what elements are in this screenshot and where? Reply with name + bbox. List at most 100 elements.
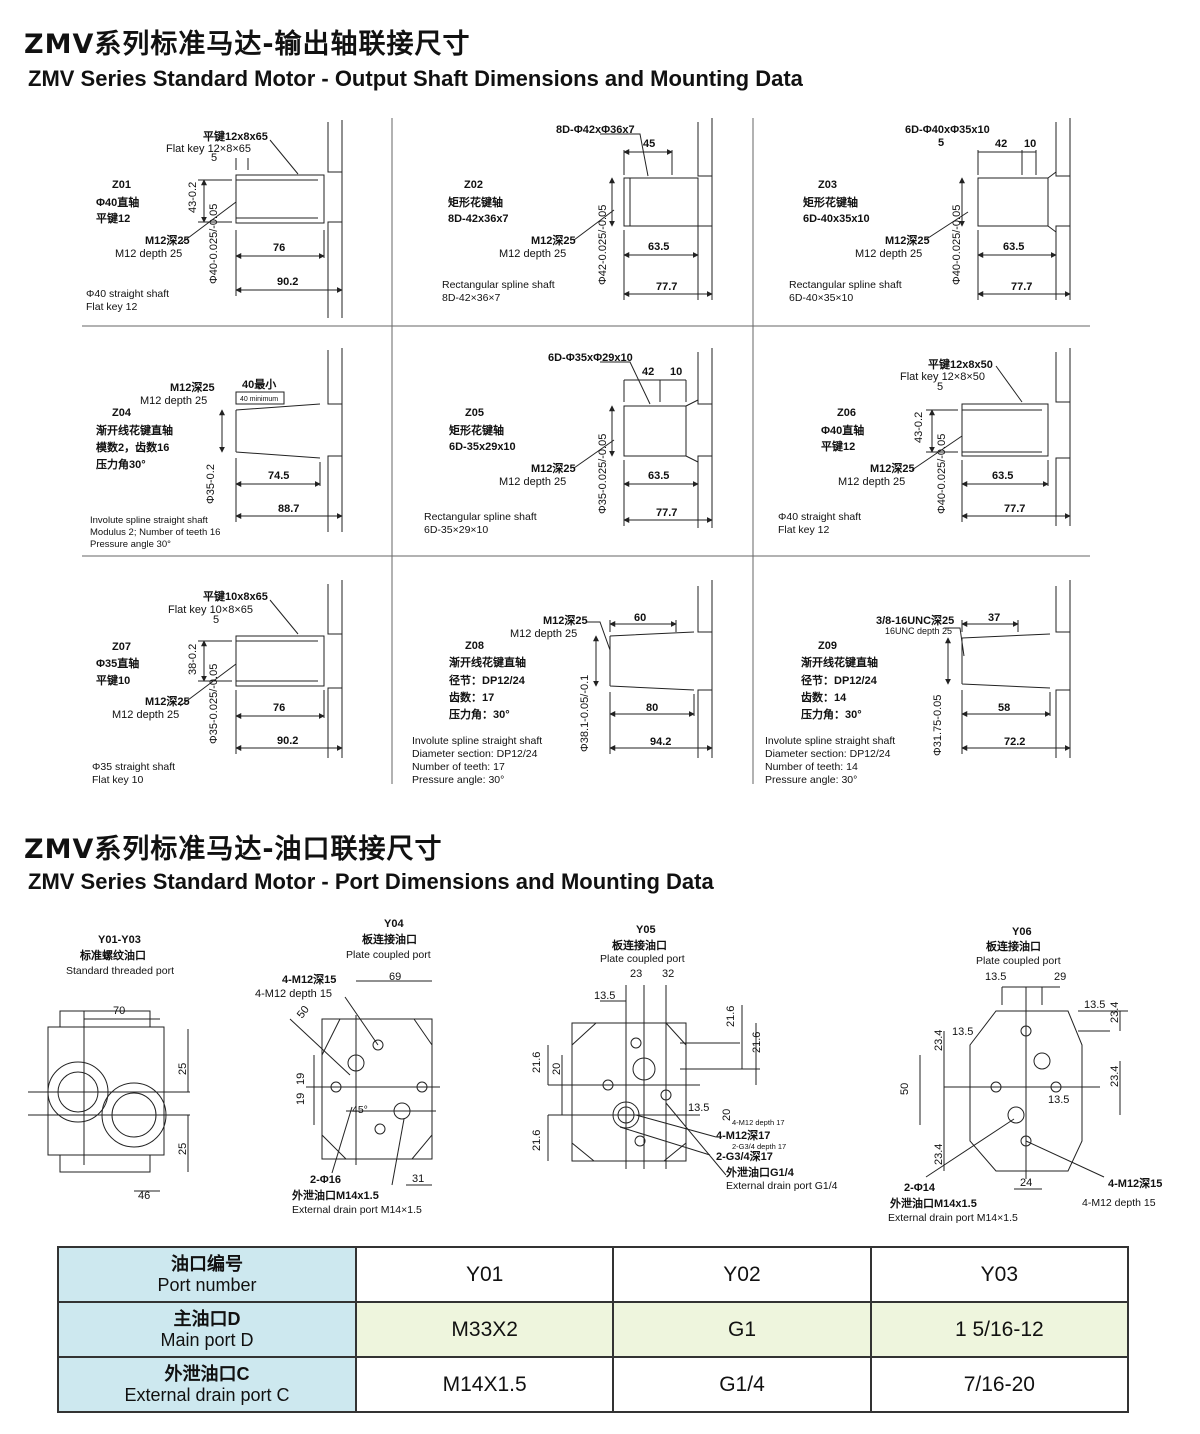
z05-thread-en: M12 depth 25 bbox=[499, 476, 566, 488]
z08-cap4: Pressure angle: 30° bbox=[412, 774, 504, 786]
z09-cap1: Involute spline straight shaft bbox=[765, 735, 895, 747]
y06-dim-l3: 23.4 bbox=[933, 1144, 945, 1165]
port-number-y01: Y01 bbox=[354, 1246, 615, 1303]
z01-key-en: Flat key 12×8×65 bbox=[166, 143, 251, 155]
z07-cap1: Φ35 straight shaft bbox=[92, 761, 175, 773]
port-drawings: Y01-Y03 标准螺纹油口 Standard threaded port 70… bbox=[28, 918, 1162, 1224]
z07-thread-cn: M12深25 bbox=[145, 694, 190, 708]
z08-name4: 压力角：30° bbox=[449, 707, 510, 721]
z08-thread-en: M12 depth 25 bbox=[510, 628, 577, 640]
z04-code: Z04 bbox=[112, 407, 132, 419]
z06-name1: Φ40直轴 bbox=[821, 423, 864, 437]
y04-h1-cn: 4-M12深15 bbox=[282, 972, 336, 986]
z06-cap2: Flat key 12 bbox=[778, 524, 830, 536]
z01-dim-out: 90.2 bbox=[277, 276, 298, 288]
y06-name-cn: 板连接油口 bbox=[986, 939, 1041, 953]
drain-port-y03: 7/16-20 bbox=[869, 1356, 1130, 1413]
z07-name2: 平键10 bbox=[96, 673, 130, 687]
z05-name1: 矩形花键轴 bbox=[449, 423, 504, 437]
z04-min-en: 40 minimum bbox=[240, 396, 278, 403]
z06-key-en: Flat key 12×8×50 bbox=[900, 371, 985, 383]
z07-dim-d: Φ35-0.025/-0.05 bbox=[208, 664, 220, 744]
z03-dim-b: 42 bbox=[995, 138, 1007, 150]
z03-name1: 矩形花键轴 bbox=[803, 195, 858, 209]
z06-dim-h: 43-0.2 bbox=[913, 412, 925, 443]
z06-thread-en: M12 depth 25 bbox=[838, 476, 905, 488]
z08-name1: 渐开线花键直轴 bbox=[449, 655, 526, 669]
section1-title-en: ZMV Series Standard Motor - Output Shaft… bbox=[28, 66, 803, 91]
main-port-y02: G1 bbox=[612, 1301, 872, 1358]
z04-dim-d: Φ35-0.2 bbox=[205, 464, 217, 504]
z08-dim-in: 80 bbox=[646, 702, 658, 714]
y05-h2-small: 2-G3/4 depth 17 bbox=[732, 1142, 786, 1151]
z05-name2: 6D-35x29x10 bbox=[449, 441, 516, 453]
z02-cap1: Rectangular spline shaft bbox=[442, 279, 555, 291]
z06-thread-cn: M12深25 bbox=[870, 461, 915, 475]
z09-dim-out: 72.2 bbox=[1004, 736, 1025, 748]
shaft-z06 bbox=[911, 348, 1071, 526]
z08-code: Z08 bbox=[465, 640, 484, 652]
y04-dim-l2: 19 bbox=[295, 1093, 307, 1105]
y01-dim-top: 70 bbox=[113, 1005, 125, 1017]
z03-name2: 6D-40x35x10 bbox=[803, 213, 870, 225]
y04-dim-top: 69 bbox=[389, 971, 401, 983]
z04-cap1: Involute spline straight shaft bbox=[90, 515, 208, 526]
shaft-z07 bbox=[179, 580, 343, 758]
z02-thread-en: M12 depth 25 bbox=[499, 248, 566, 260]
z05-cap1: Rectangular spline shaft bbox=[424, 511, 537, 523]
y06-h1-cn: 4-M12深15 bbox=[1108, 1176, 1162, 1190]
y04-code: Y04 bbox=[384, 918, 404, 930]
z07-name1: Φ35直轴 bbox=[96, 656, 139, 670]
z09-cap4: Pressure angle: 30° bbox=[765, 774, 857, 786]
z09-thread-en: 16UNC depth 25 bbox=[885, 626, 952, 636]
section1-title-cn: ZMV系列标准马达-输出轴联接尺寸 bbox=[24, 29, 471, 60]
z09-code: Z09 bbox=[818, 640, 837, 652]
port-number-y02: Y02 bbox=[612, 1246, 872, 1303]
z05-dim-d: Φ35-0.025/-0.05 bbox=[597, 434, 609, 514]
y01-dim-r2: 25 bbox=[177, 1143, 189, 1155]
shaft-z09 bbox=[944, 580, 1071, 758]
z01-key-cn: 平键12x8x65 bbox=[203, 129, 268, 143]
z05-code: Z05 bbox=[465, 407, 484, 419]
z08-name2: 径节：DP12/24 bbox=[449, 673, 526, 687]
y06-dim-r4: 13.5 bbox=[1048, 1094, 1069, 1106]
shaft-z08 bbox=[586, 580, 713, 758]
shaft-z04 bbox=[219, 348, 343, 532]
z03-cap2: 6D-40×35×10 bbox=[789, 292, 853, 304]
z06-dim-a: 5 bbox=[937, 381, 943, 393]
z03-dim-in: 63.5 bbox=[1003, 241, 1024, 253]
z07-dim-in: 76 bbox=[273, 702, 285, 714]
y05-dim-t2: 32 bbox=[662, 968, 674, 980]
z07-dim-a: 5 bbox=[213, 614, 219, 626]
y06-code: Y06 bbox=[1012, 926, 1032, 938]
z09-name1: 渐开线花键直轴 bbox=[801, 655, 878, 669]
z05-thread-cn: M12深25 bbox=[531, 461, 576, 475]
z05-spec: 6D-Φ35xΦ29x10 bbox=[548, 352, 633, 364]
shaft-drawings: 平键12x8x65 Flat key 12×8×65 5 Z01 Φ40直轴 平… bbox=[82, 118, 1090, 786]
y04-dim-ang: 45° bbox=[352, 1104, 368, 1116]
y05-dim-l: 13.5 bbox=[594, 990, 615, 1002]
z01-dim-a: 5 bbox=[211, 152, 217, 164]
z04-name1: 渐开线花键直轴 bbox=[96, 423, 173, 437]
y05-dim-lv2: 20 bbox=[551, 1063, 563, 1075]
z04-thread-en: M12 depth 25 bbox=[140, 395, 207, 407]
z03-thread-en: M12 depth 25 bbox=[855, 248, 922, 260]
y06-h1-en: 4-M12 depth 15 bbox=[1082, 1197, 1156, 1209]
z04-thread-cn: M12深25 bbox=[170, 380, 215, 394]
y06-drain-cn: 外泄油口M14x1.5 bbox=[889, 1196, 977, 1210]
z01-cap1: Φ40 straight shaft bbox=[86, 288, 169, 300]
z07-key-cn: 平键10x8x65 bbox=[203, 589, 268, 603]
y04-h1-en: 4-M12 depth 15 bbox=[255, 988, 332, 1000]
z02-name2: 8D-42x36x7 bbox=[448, 213, 509, 225]
y05-drain-en: External drain port G1/4 bbox=[726, 1180, 838, 1192]
z01-code: Z01 bbox=[112, 179, 131, 191]
z05-cap2: 6D-35×29×10 bbox=[424, 524, 488, 536]
shaft-z01 bbox=[179, 120, 343, 318]
z06-name2: 平键12 bbox=[821, 439, 855, 453]
port-y06 bbox=[919, 986, 1128, 1190]
y04-drain-en: External drain port M14×1.5 bbox=[292, 1204, 422, 1216]
z04-name3: 压力角30° bbox=[96, 457, 146, 471]
